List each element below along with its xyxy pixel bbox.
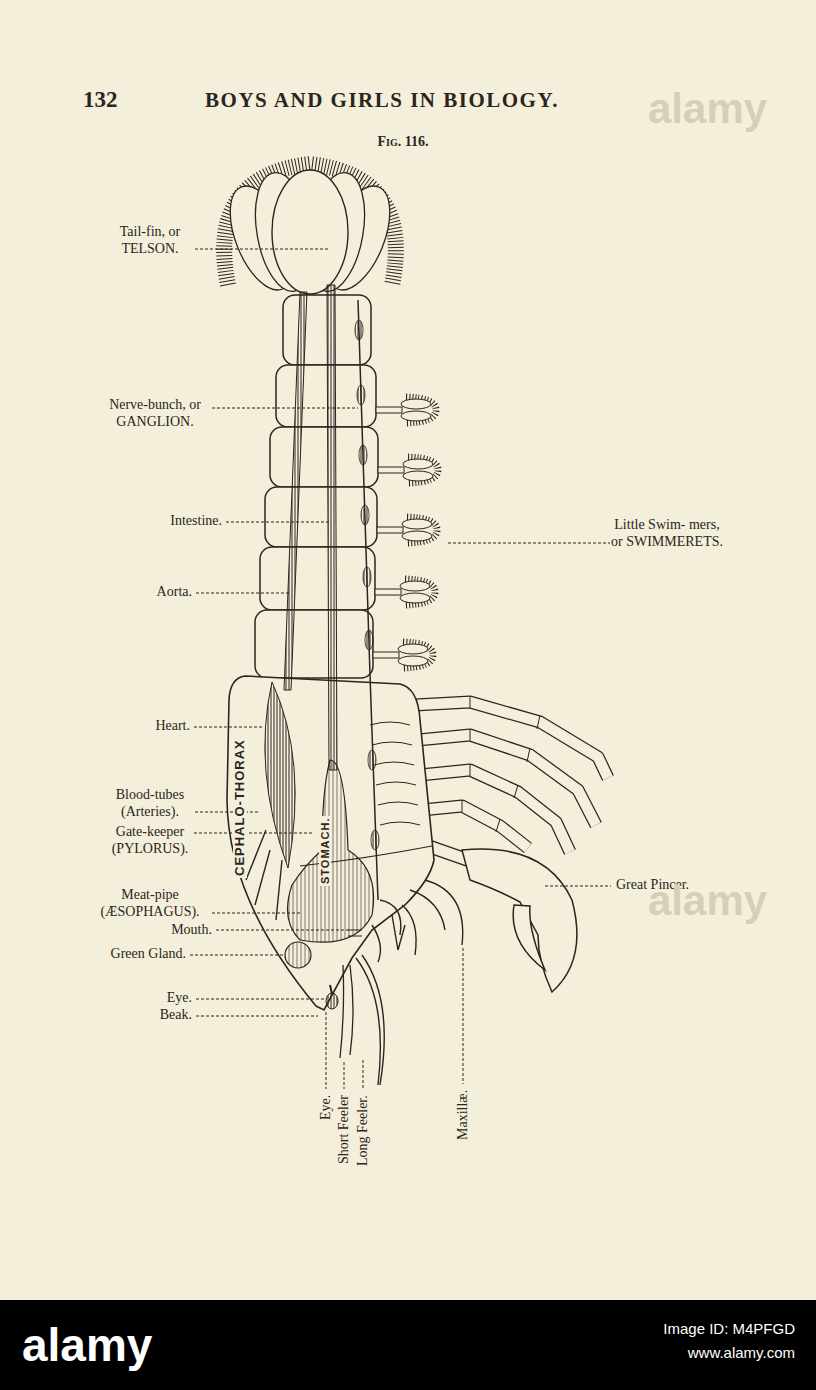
- leader-line: [194, 833, 313, 834]
- organ-label: STOMACH.: [319, 816, 331, 886]
- leader-line: [344, 1062, 345, 1089]
- pincer-finger: [513, 905, 545, 970]
- part-label: Blood-tubes (Arteries).: [100, 787, 200, 821]
- ganglion: [357, 385, 365, 405]
- leader-line: [363, 1060, 364, 1089]
- ganglion: [359, 445, 367, 465]
- ganglion: [355, 320, 363, 340]
- eye: [326, 993, 338, 1009]
- swimmeret: [378, 457, 438, 483]
- telson: [272, 170, 348, 294]
- watermark: alamy: [648, 876, 767, 926]
- mouthparts: [372, 880, 463, 962]
- swimmeret: [373, 642, 433, 668]
- nerve-cord: [358, 300, 378, 900]
- abdomen-segment: [265, 487, 377, 547]
- watermark-logo: alamy: [22, 1318, 152, 1373]
- part-label: Green Gland.: [111, 946, 186, 963]
- long-feeler: [356, 955, 384, 1085]
- part-label: Meat-pipe (ÆSOPHAGUS).: [95, 887, 205, 921]
- part-label: Beak.: [160, 1007, 192, 1024]
- leader-line: [196, 593, 290, 594]
- ganglion: [363, 567, 371, 587]
- leg-bases: [370, 722, 420, 825]
- leader-line: [195, 249, 330, 250]
- watermark-banner: [0, 1300, 816, 1390]
- short-feeler: [340, 965, 353, 1058]
- leader-line: [212, 408, 358, 409]
- leader-line: [190, 955, 285, 956]
- walking-leg-outline: [415, 702, 608, 852]
- part-label: Intestine.: [170, 513, 222, 530]
- ganglion: [361, 505, 369, 525]
- esophagus: [348, 930, 362, 936]
- leader-line: [448, 543, 610, 544]
- green-gland: [285, 942, 311, 968]
- abdomen-segment: [260, 547, 375, 610]
- leader-line: [196, 999, 325, 1000]
- part-label: Maxillæ.: [455, 1090, 470, 1140]
- abdomen-segment: [255, 610, 373, 678]
- walking-leg-fill: [415, 702, 608, 852]
- part-label: Long Feeler.: [355, 1095, 370, 1166]
- region-label: CEPHALO-THORAX: [233, 737, 247, 878]
- intestine: [327, 285, 337, 770]
- heart: [265, 682, 295, 868]
- leader-line: [226, 522, 330, 523]
- leader-line: [463, 948, 464, 1084]
- part-label: Heart.: [155, 718, 190, 735]
- leader-line: [195, 812, 258, 813]
- running-header: BOYS AND GIRLS IN BIOLOGY.: [205, 88, 559, 113]
- leader-line: [545, 886, 611, 887]
- part-label: Eye.: [318, 1095, 333, 1120]
- watermark: alamy: [648, 84, 767, 134]
- swimmeret: [377, 517, 437, 543]
- part-label: Short Feeler: [336, 1095, 351, 1164]
- watermark-text: www.alamy.com: [688, 1344, 795, 1362]
- part-label: Eye.: [167, 990, 192, 1007]
- aorta: [284, 292, 307, 690]
- leader-line: [326, 1012, 327, 1089]
- leader-line: [196, 1016, 318, 1017]
- ganglion: [368, 750, 376, 770]
- watermark-text: Image ID: M4PFGD: [663, 1320, 795, 1338]
- arteries: [246, 830, 282, 920]
- figure-number: Fig. 116.: [378, 134, 429, 151]
- ganglion: [371, 830, 379, 850]
- part-label: Nerve-bunch, or GANGLION.: [85, 397, 225, 431]
- pincer-palm: [462, 849, 577, 992]
- ganglion: [365, 630, 373, 650]
- swimmeret: [375, 579, 435, 605]
- leader-line: [216, 930, 350, 931]
- leader-lines: [190, 249, 611, 1089]
- swimmeret: [376, 397, 436, 423]
- leader-line: [212, 913, 300, 914]
- part-label: Tail-fin, or TELSON.: [100, 224, 200, 258]
- leader-line: [194, 727, 262, 728]
- page-number: 132: [83, 86, 118, 114]
- part-label: Little Swim- mers, or SWIMMERETS.: [611, 517, 723, 551]
- leg-joint: [462, 696, 540, 832]
- part-label: Gate-keeper (PYLORUS).: [100, 824, 200, 858]
- stomach: [288, 760, 374, 942]
- part-label: Mouth.: [171, 922, 212, 939]
- part-label: Aorta.: [157, 584, 192, 601]
